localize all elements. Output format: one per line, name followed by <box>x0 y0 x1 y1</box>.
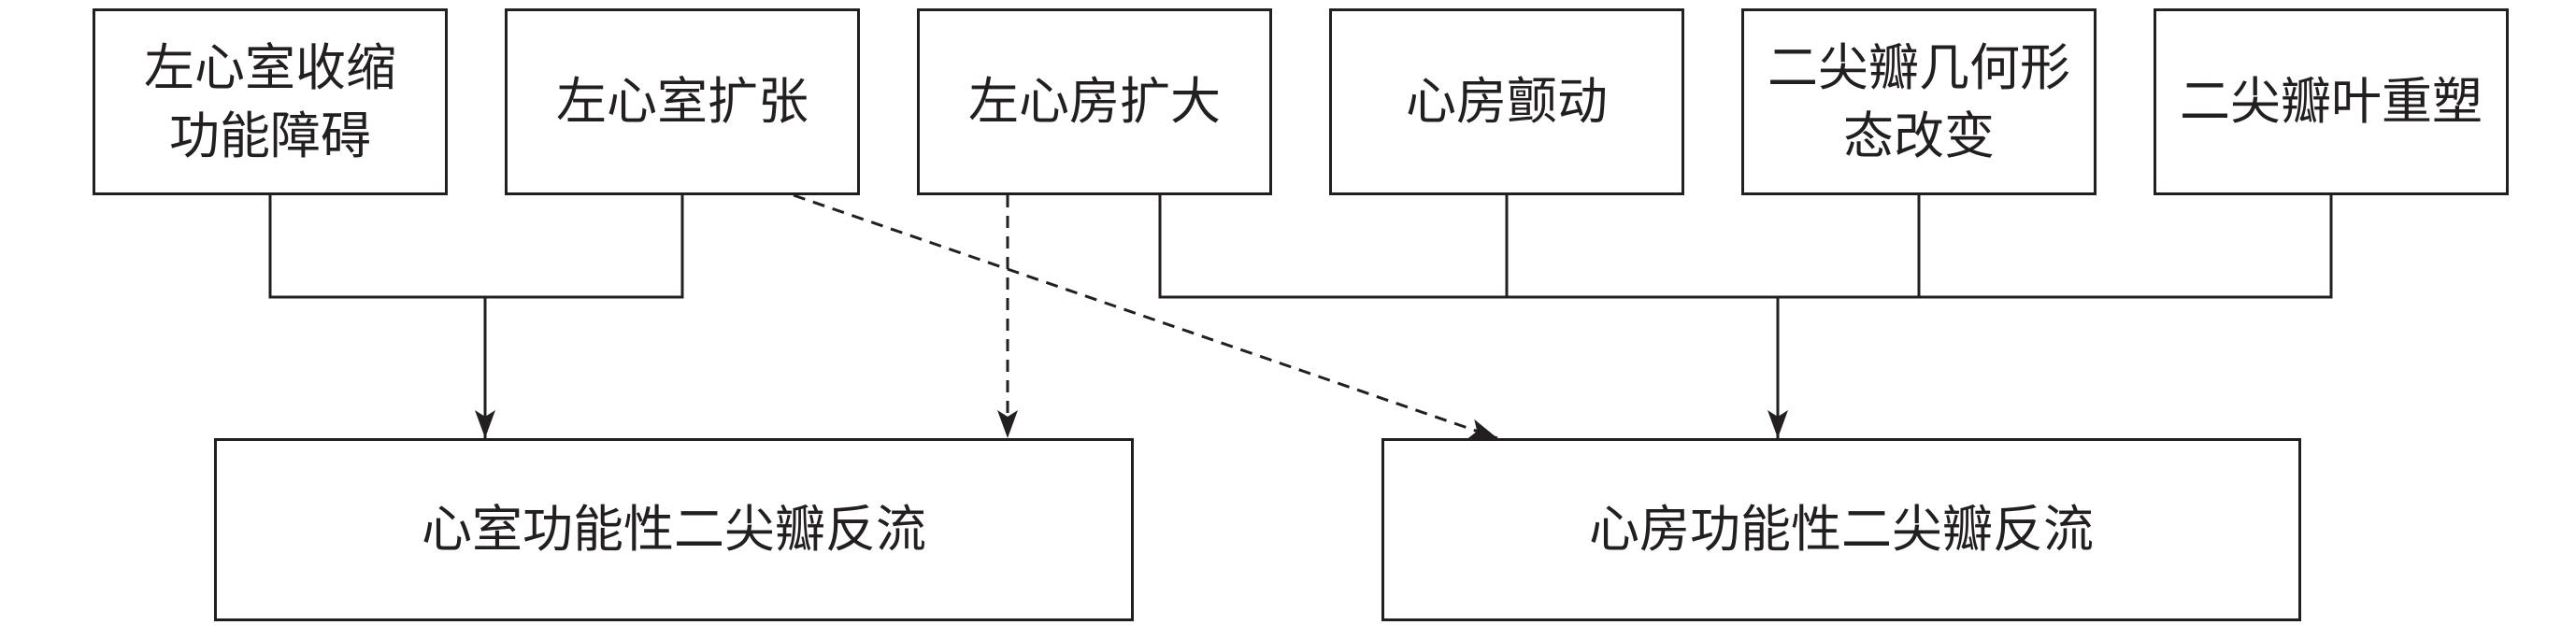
node-label-line: 二尖瓣叶重塑 <box>2180 72 2483 132</box>
node-la-enlargement: 左心房扩大 <box>917 8 1272 195</box>
connector-atrial-bracket <box>1158 195 2333 299</box>
node-label-line: 功能障碍 <box>169 107 371 165</box>
node-ventricular-functional-mr: 心室功能性二尖瓣反流 <box>214 438 1134 621</box>
node-label-line: 左心房扩大 <box>968 72 1221 132</box>
node-label-line: 心房颤动 <box>1406 72 1608 132</box>
node-atrial-functional-mr: 心房功能性二尖瓣反流 <box>1381 438 2301 621</box>
node-mitral-leaflet-remodeling: 二尖瓣叶重塑 <box>2154 8 2509 195</box>
dashed-arrow-lv-dilation-to-atrial-fmr <box>793 193 1498 440</box>
node-label-line: 心房功能性二尖瓣反流 <box>1589 500 2094 560</box>
node-label-line: 左心室收缩 <box>144 37 396 97</box>
node-lv-systolic-dysfunction: 左心室收缩 功能障碍 <box>93 8 448 195</box>
node-atrial-fibrillation: 心房颤动 <box>1329 8 1684 195</box>
node-label-line: 二尖瓣几何形 <box>1767 37 2070 97</box>
node-mitral-geometry-change: 二尖瓣几何形 态改变 <box>1741 8 2097 195</box>
connector-ventricular-bracket <box>268 195 684 299</box>
node-label-line: 左心室扩张 <box>556 72 809 132</box>
node-lv-dilation: 左心室扩张 <box>505 8 860 195</box>
node-label-line: 态改变 <box>1843 107 1995 165</box>
node-label-line: 心室功能性二尖瓣反流 <box>422 500 926 560</box>
